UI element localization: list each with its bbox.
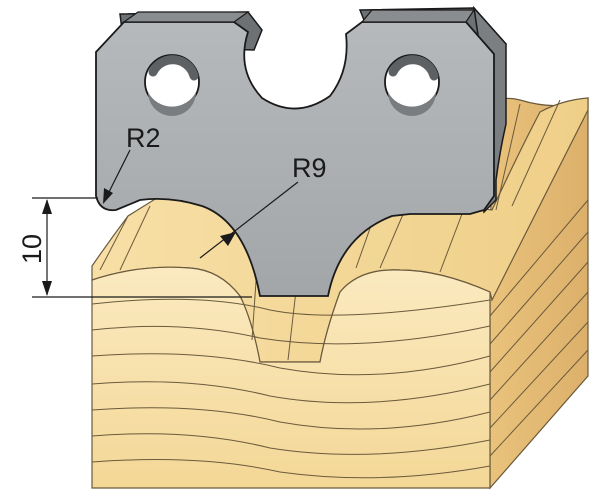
r2-label: R2 [126, 123, 161, 153]
r9-label: R9 [292, 153, 327, 183]
wood-grain-side [489, 199, 589, 457]
r2-leader [105, 149, 131, 199]
depth-arrow-bottom [42, 281, 52, 296]
wood-grain-front [91, 298, 491, 479]
depth-label: 10 [17, 234, 47, 264]
knife-bevel-left [122, 11, 250, 23]
profile-cutter-knife [95, 5, 507, 297]
dimension-annotations [32, 149, 299, 298]
r9-leader [199, 181, 299, 259]
wood-front-face [91, 266, 491, 489]
depth-arrow-top [42, 199, 52, 214]
mounting-hole-left [144, 54, 200, 116]
mounting-hole-right [384, 54, 440, 116]
r2-arrow [103, 188, 113, 204]
r9-arrow [220, 232, 236, 246]
knife-bevel-right [360, 9, 476, 23]
